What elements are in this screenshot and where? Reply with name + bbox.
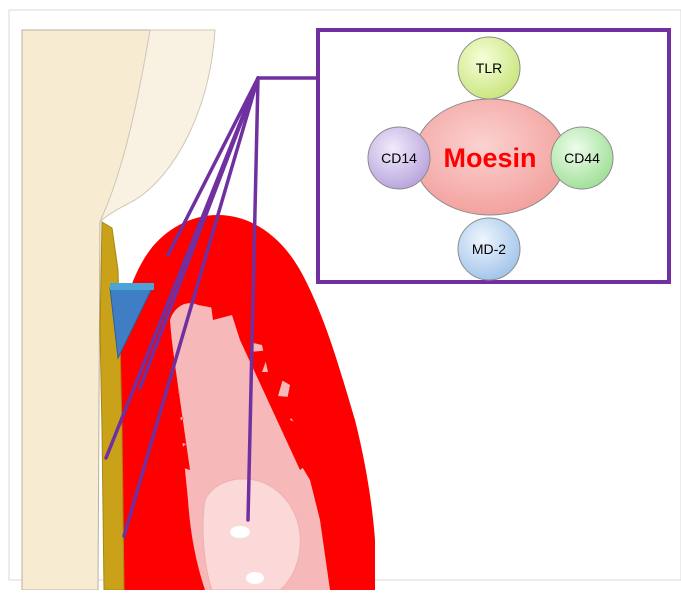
cd14-label: CD14 [381,150,417,166]
cd44-label: CD44 [564,150,600,166]
pocket-marker-cap [110,283,154,290]
vessel-1 [230,526,250,538]
md2-label: MD-2 [472,241,506,257]
moesin-label: Moesin [443,143,536,173]
vessel-2 [246,572,264,584]
tlr-label: TLR [476,60,502,76]
root-dentin [100,222,124,590]
